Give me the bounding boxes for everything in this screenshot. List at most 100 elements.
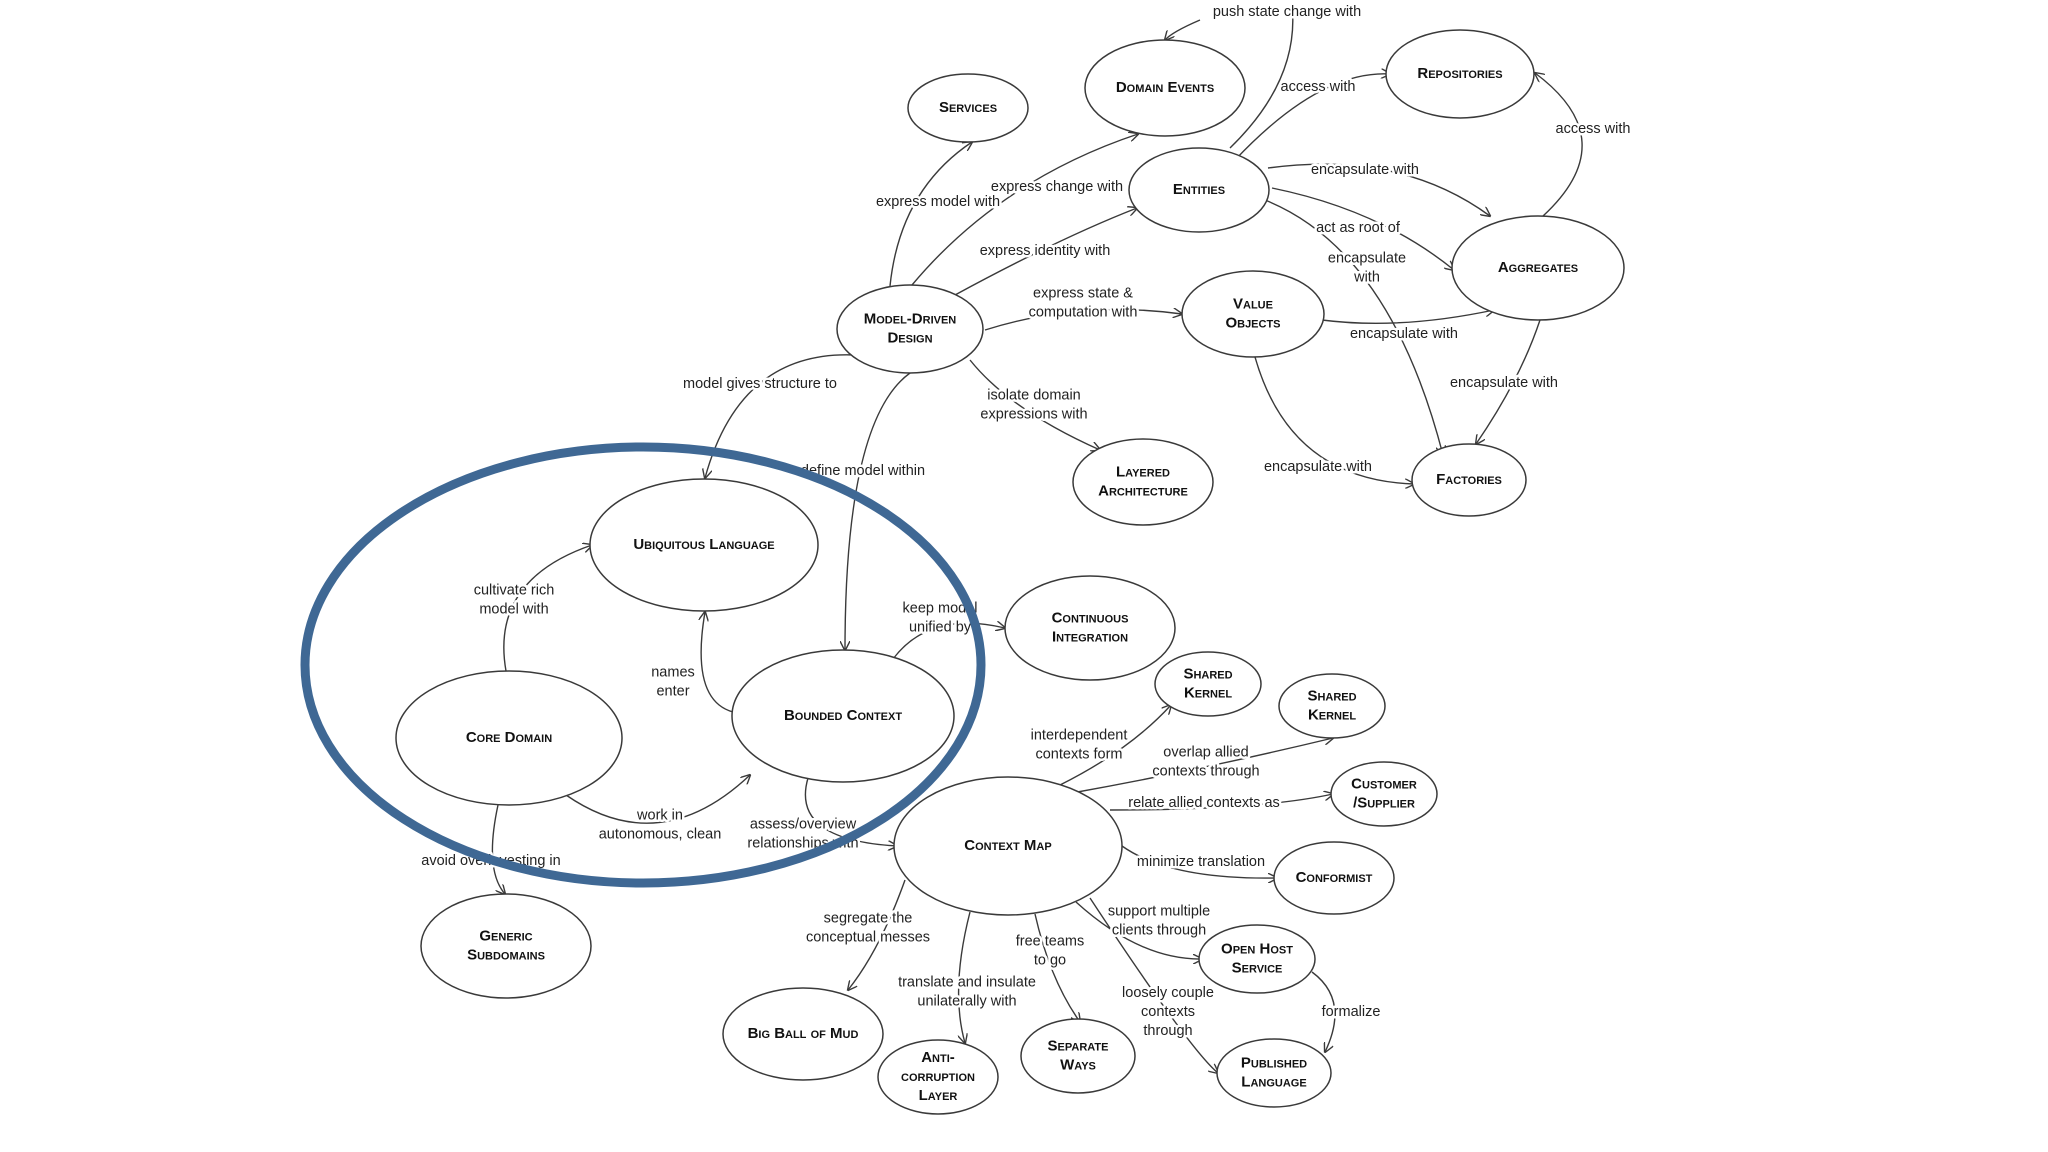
edge-bc-cm <box>804 777 897 846</box>
edge-label-halo: express identity with <box>980 243 1111 259</box>
edge-label-text: isolate domain <box>987 387 1081 403</box>
node-label: Shared <box>1307 687 1356 704</box>
node-ellipse <box>1451 215 1625 321</box>
edge-label-text: expressions with <box>980 406 1087 422</box>
edge-ent-aggr-2 <box>1271 187 1454 270</box>
edge-line <box>1476 319 1541 444</box>
edge-cm-pl <box>1089 897 1218 1073</box>
edge-label-text: express model with <box>876 194 1000 210</box>
edge-label-halo: isolate domain <box>987 387 1081 403</box>
edge-mdd-de <box>911 134 1138 286</box>
edge-push-de <box>1165 19 1201 40</box>
edge-label-halo: contexts <box>1141 1004 1195 1020</box>
node-ellipse <box>1072 438 1214 526</box>
edge-label-halo: cultivate rich <box>474 582 555 598</box>
edge-label-text: clients through <box>1112 922 1206 938</box>
edge-cd-bc-work <box>565 775 750 824</box>
node-ellipse <box>1198 924 1316 994</box>
edge-cm-ohs <box>1075 901 1202 959</box>
edge-mdd-vo <box>984 310 1182 331</box>
edge-mdd-ul <box>705 354 856 478</box>
node-label: Bounded Context <box>784 707 902 724</box>
edge-label-halo: interdependent <box>1031 727 1128 743</box>
edge-line <box>1311 971 1336 1052</box>
edge-label-text: contexts form <box>1035 746 1122 762</box>
node-ellipse <box>1330 761 1438 827</box>
edge-label-halo: act as root of <box>1316 220 1401 236</box>
edge-label-express-state-computation: express state &express state &computatio… <box>1026 283 1140 323</box>
node-label: Factories <box>1436 471 1502 488</box>
edge-line <box>1234 74 1390 161</box>
edge-cd-generic <box>491 804 505 894</box>
edge-label-halo: to go <box>1034 952 1066 968</box>
edge-label-text: loosely couple <box>1122 985 1214 1001</box>
node-customer-supplier: Customer/Supplier <box>1330 761 1438 827</box>
edge-label-text: express change with <box>991 179 1123 195</box>
edge-label-halo: translate and insulate <box>898 974 1036 990</box>
edge-ent-repos <box>1234 74 1390 161</box>
edge-cm-sk1 <box>1059 705 1171 786</box>
node-conformist: Conformist <box>1273 841 1395 915</box>
node-label: Continuous <box>1052 609 1129 626</box>
edge-mdd-services <box>889 142 972 287</box>
edge-label-text: assess/overview <box>750 816 857 832</box>
edge-label-halo: minimize translation <box>1137 854 1265 870</box>
edge-aggr-repos <box>1535 73 1583 217</box>
node-context-map: Context Map <box>893 776 1123 916</box>
edge-label-halo: relate allied contexts as <box>1128 795 1280 811</box>
edge-label-halo: express model with <box>876 194 1000 210</box>
edge-line <box>565 775 750 824</box>
node-ellipse <box>722 987 884 1081</box>
edge-label-text: act as root of <box>1316 220 1401 236</box>
edge-label-halo: autonomous, clean <box>599 826 722 842</box>
edge-label-halo: formalize <box>1322 1004 1381 1020</box>
node-label: Domain Events <box>1116 79 1214 96</box>
edge-bc-ul <box>701 612 734 713</box>
edge-label-text: relate allied contexts as <box>1128 795 1280 811</box>
node-label: Language <box>1241 1073 1306 1090</box>
node-label: Aggregates <box>1498 259 1578 276</box>
edge-label-text: encapsulate with <box>1350 326 1458 342</box>
edge-ent-factories <box>1264 199 1443 455</box>
edge-line <box>1264 199 1443 455</box>
edge-label-halo: contexts form <box>1035 746 1122 762</box>
edge-label-halo: encapsulate with <box>1311 162 1419 178</box>
edge-cm-conformist <box>1121 845 1277 878</box>
node-ellipse <box>731 649 955 783</box>
node-label: Anti- <box>921 1049 955 1066</box>
edge-label-halo: access with <box>1556 121 1631 137</box>
edge-aggr-factories <box>1476 319 1541 444</box>
node-label: Ways <box>1060 1056 1096 1073</box>
node-ellipse <box>1004 575 1176 681</box>
edge-label-halo: overlap allied <box>1163 744 1248 760</box>
node-label: Layered <box>1116 463 1170 480</box>
node-ellipse <box>893 776 1123 916</box>
edge-label-halo: names <box>651 664 695 680</box>
edge-line <box>959 911 971 1043</box>
edge-line <box>1109 794 1333 811</box>
edge-label-halo: express state & <box>1033 285 1133 301</box>
edge-line <box>491 804 505 894</box>
node-label: Architecture <box>1098 482 1188 499</box>
edge-cm-bbom <box>848 879 906 990</box>
edge-label-halo: encapsulate <box>1328 250 1406 266</box>
edge-line <box>705 354 856 478</box>
edge-label-halo: assess/overview <box>750 816 857 832</box>
edge-label-text: translate and insulate <box>898 974 1036 990</box>
node-ellipse <box>1128 147 1270 233</box>
node-ellipse <box>1216 1038 1332 1108</box>
edge-label-halo: segregate the <box>824 910 913 926</box>
